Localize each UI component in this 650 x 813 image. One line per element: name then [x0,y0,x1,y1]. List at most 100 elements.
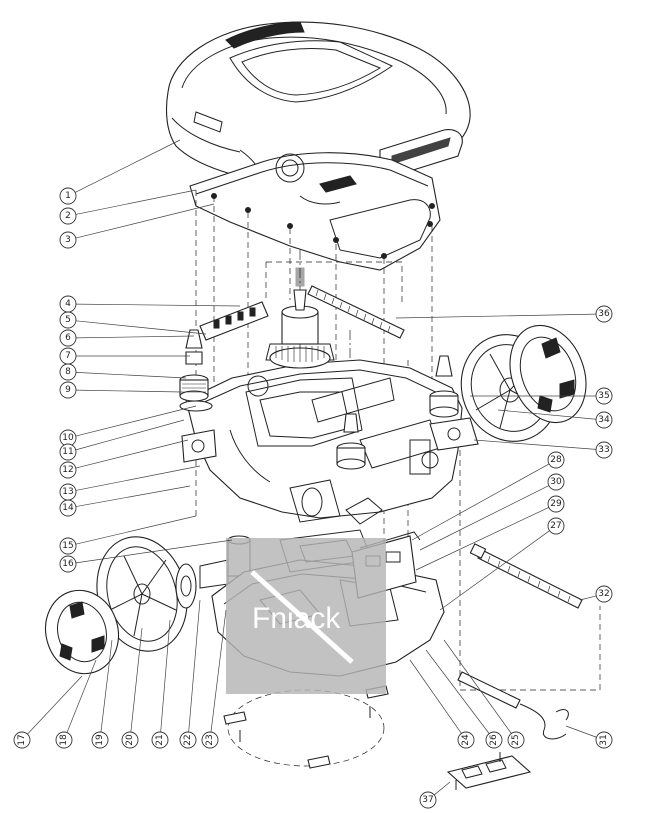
right-pin-stack [429,355,479,451]
callout-leader-23 [210,609,227,733]
callout-label-12: 12 [62,465,73,475]
callout-circle-26 [485,731,503,749]
center-motor [265,267,335,369]
callout-circle-24 [457,731,475,749]
callout-label-4: 4 [65,299,71,309]
callout-circle-37 [419,791,437,809]
callout-label-2: 2 [65,211,71,221]
watermark: Fniack [226,538,386,694]
callout-leader-18 [66,659,97,733]
callout-circle-23 [201,731,219,749]
callout-leader-30 [419,485,550,551]
callout-label-10: 10 [62,433,74,443]
callout-leader-4 [75,303,241,307]
small-board [199,301,269,341]
callout-leader-14 [75,485,191,507]
center-pin-stack [336,413,366,470]
callout-circle-12 [59,461,77,479]
callout-circle-21 [151,731,169,749]
callout-label-22: 22 [183,734,193,745]
callout-circle-11 [59,443,77,461]
callout-label-8: 8 [65,367,71,377]
callout-leader-25 [443,639,512,734]
callout-label-24: 24 [461,734,471,746]
callout-label-36: 36 [598,309,610,319]
callout-leader-34 [497,409,597,420]
callout-circle-20 [121,731,139,749]
callout-leader-37 [433,781,451,796]
callout-label-14: 14 [62,503,74,513]
callout-label-31: 31 [599,734,609,745]
callout-leader-17 [27,675,83,735]
chassis-upper [189,152,441,271]
callout-leader-20 [130,627,143,733]
callout-label-27: 27 [550,521,561,531]
callout-circle-28 [547,451,565,469]
callout-circle-36 [595,305,613,323]
left-wheel [45,536,197,675]
callout-circle-32 [595,585,613,603]
callout-leader-6 [75,335,195,339]
callout-circle-15 [59,537,77,555]
callout-leader-13 [75,465,201,491]
callout-leader-27 [439,530,550,611]
callout-leader-33 [473,439,597,450]
callout-circle-6 [59,329,77,347]
callout-circle-2 [59,207,77,225]
cable-36 [307,285,405,339]
callout-circle-31 [595,731,613,749]
callout-circle-3 [59,231,77,249]
callout-label-33: 33 [598,445,609,455]
watermark-text: Fniack [252,602,341,635]
callout-label-35: 35 [598,391,609,401]
callout-circle-34 [595,411,613,429]
callout-label-25: 25 [511,734,521,745]
callout-label-16: 16 [62,559,74,569]
callout-label-19: 19 [95,734,105,746]
callout-leader-24 [409,659,462,734]
callout-circle-29 [547,495,565,513]
callout-leader-11 [75,419,185,451]
callout-circle-18 [55,731,73,749]
callout-leader-22 [188,599,201,733]
callout-leader-32 [579,595,597,601]
callout-label-21: 21 [155,734,165,745]
callout-leader-3 [75,203,215,239]
callout-circle-9 [59,381,77,399]
callout-leader-16 [75,539,233,564]
main-frame [185,359,463,525]
callout-label-11: 11 [62,447,73,457]
callout-label-1: 1 [65,191,71,201]
cable-32 [469,543,583,609]
callout-label-37: 37 [422,795,433,805]
callout-leader-19 [100,639,113,733]
callout-leader-28 [411,463,550,541]
callout-label-34: 34 [598,415,610,425]
callout-circle-8 [59,363,77,381]
callout-label-32: 32 [598,589,609,599]
callout-label-17: 17 [17,734,27,745]
callout-circle-16 [59,555,77,573]
callout-leader-2 [75,189,197,215]
callout-leader-8 [75,372,187,379]
callout-label-15: 15 [62,541,73,551]
callout-circle-25 [507,731,525,749]
callout-leader-21 [160,619,171,733]
assembly-guide-lines [195,190,601,691]
callout-leader-31 [565,725,597,738]
callout-leader-10 [75,405,197,437]
callout-label-20: 20 [125,734,135,746]
callout-circle-17 [13,731,31,749]
part-37-plate [446,752,532,790]
callout-label-29: 29 [550,499,562,509]
callout-leader-1 [74,139,181,193]
callout-label-28: 28 [550,455,562,465]
callout-leader-29 [415,507,549,571]
callout-label-6: 6 [65,333,71,343]
callout-circle-22 [179,731,197,749]
callout-circle-33 [595,441,613,459]
callout-circle-5 [59,311,77,329]
callout-circle-14 [59,499,77,517]
